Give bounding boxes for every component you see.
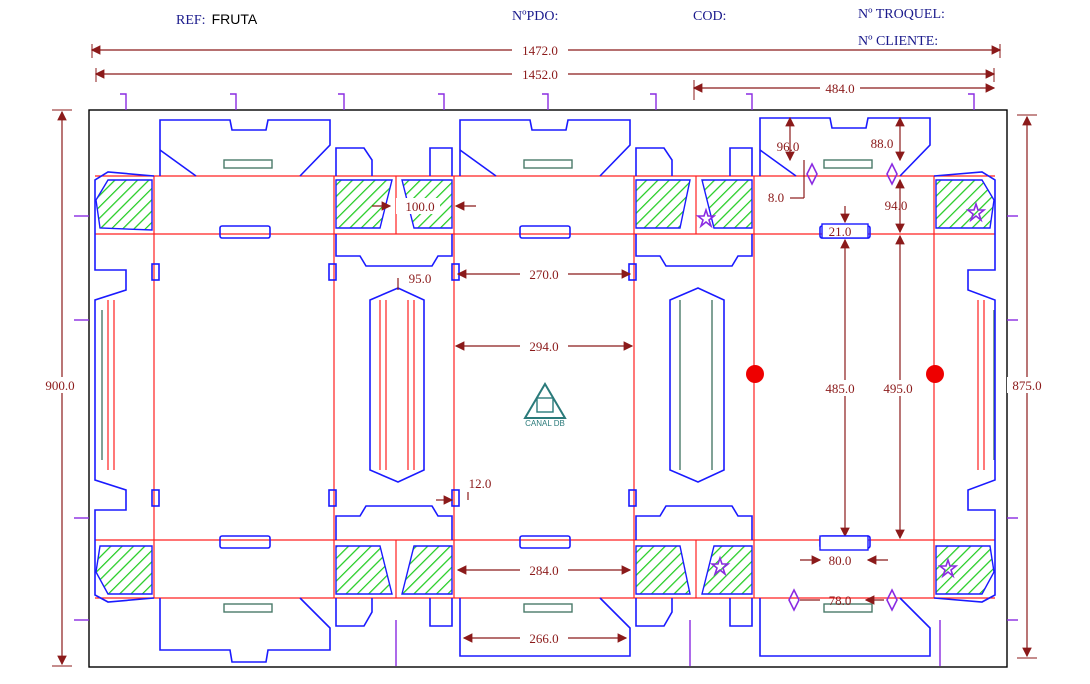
cod-label: COD: <box>693 9 727 24</box>
dim-95: 95.0 <box>409 271 432 286</box>
dim-294: 294.0 <box>529 339 558 354</box>
dim-900: 900.0 <box>45 378 74 393</box>
diamond-icon <box>806 162 818 186</box>
dim-266: 266.0 <box>529 631 558 646</box>
dim-284: 284.0 <box>529 563 558 578</box>
star-icon <box>695 207 717 229</box>
star-icon <box>709 555 731 577</box>
ref-field: REF: FRUTA <box>176 11 257 29</box>
star-icon <box>937 557 959 579</box>
diamond-icon <box>886 162 898 186</box>
dim-485: 485.0 <box>825 381 854 396</box>
dim-12: 12.0 <box>469 476 492 491</box>
dim-484: 484.0 <box>825 81 854 96</box>
dim-1452: 1452.0 <box>522 67 558 82</box>
dim-100: 100.0 <box>405 199 434 214</box>
canal-logo: CANAL DB <box>523 382 567 428</box>
alignment-markers <box>695 162 987 612</box>
npdo-label: NºPDO: <box>512 9 559 24</box>
dim-80: 80.0 <box>829 553 852 568</box>
dim-495: 495.0 <box>883 381 912 396</box>
diamond-icon <box>886 588 898 612</box>
register-marks <box>74 93 1018 666</box>
dim-270: 270.0 <box>529 267 558 282</box>
dim-21: 21.0 <box>829 224 852 239</box>
logo-text: CANAL DB <box>525 419 565 428</box>
registration-dot <box>926 365 944 383</box>
interior-dimensions: 96.0 88.0 8.0 94.0 21.0 100.0 95.0 270.0… <box>372 116 922 646</box>
dim-1472: 1472.0 <box>522 43 558 58</box>
star-icon <box>965 201 987 223</box>
ref-value: FRUTA <box>211 11 258 27</box>
glue-lines <box>101 159 995 613</box>
ref-label: REF: <box>176 13 206 28</box>
dim-8: 8.0 <box>768 190 784 205</box>
dim-88: 88.0 <box>871 136 894 151</box>
diamond-icon <box>788 588 800 612</box>
troquel-label: Nº TROQUEL: <box>858 7 945 22</box>
registration-dot <box>746 365 764 383</box>
dim-875: 875.0 <box>1012 378 1041 393</box>
dim-94: 94.0 <box>885 198 908 213</box>
dim-96: 96.0 <box>777 139 800 154</box>
dim-78: 78.0 <box>829 593 852 608</box>
